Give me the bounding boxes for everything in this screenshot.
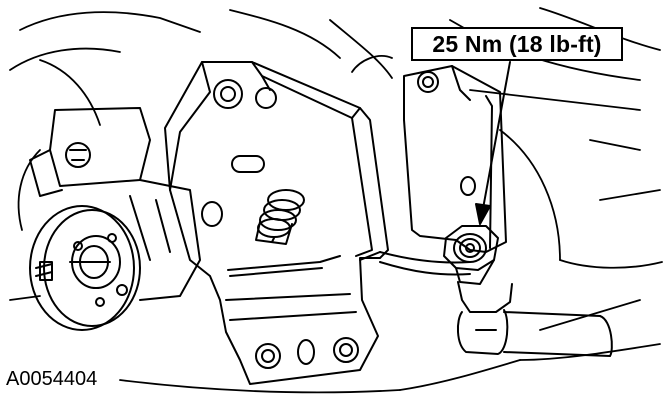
upper-bolt-hole <box>417 71 439 93</box>
mount-stud <box>255 189 305 245</box>
left-bracket <box>29 107 201 301</box>
figure-id-label: A0054404 <box>6 368 98 390</box>
mount-bolt-hole-upper-right <box>255 87 277 109</box>
slot-hole <box>231 155 265 173</box>
engine-background-contours <box>9 7 663 394</box>
right-bracket <box>359 65 507 276</box>
callout-leader-arrow <box>475 61 511 225</box>
pulley-assembly <box>29 205 141 331</box>
torque-specification-label: 25 Nm (18 lb-ft) <box>411 27 623 61</box>
bracket-bolt-head <box>65 142 91 168</box>
torque-nut <box>443 225 499 285</box>
mount-bolt-hole-upper-left <box>213 79 243 109</box>
lower-mount-ear <box>255 337 359 369</box>
pipe-clamp <box>456 281 613 357</box>
mount-hole-left <box>201 201 223 227</box>
engine-mount-plate <box>164 61 389 385</box>
